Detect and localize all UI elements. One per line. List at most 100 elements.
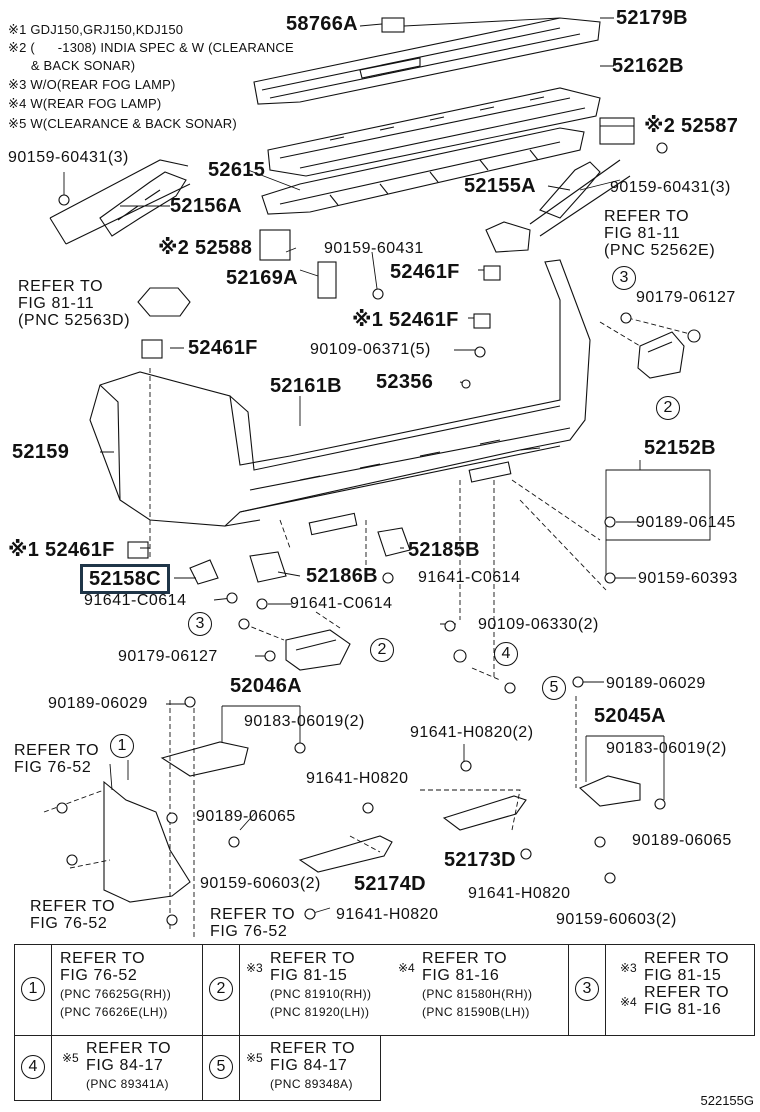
part-52179b[interactable]: 52179B [616,7,688,29]
callout-2-left[interactable]: 2 [370,638,394,662]
part-52169a[interactable]: 52169A [226,267,298,289]
legend-callout-1: 1 [21,977,45,1001]
part-90179-06127-left[interactable]: 90179-06127 [118,648,218,665]
part-52158c-highlighted[interactable]: 52158C [80,564,170,594]
sensor-52588-drawing [259,229,291,261]
part-90159-60393[interactable]: 90159-60393 [638,570,738,587]
part-91641-c0614-c[interactable]: 91641-C0614 [290,595,393,612]
part-52155a[interactable]: 52155A [464,175,536,197]
refer-fig-76-52-c[interactable]: REFER TO FIG 76-52 [210,906,296,940]
legend-1-refer[interactable]: REFER TO FIG 76-52 [60,950,146,984]
legend-2b-marker: ※4 [398,961,415,975]
part-91641-h0820-c[interactable]: 91641-H0820 [336,906,439,923]
legend-5-pnc: (PNC 89348A) [270,1077,353,1091]
part-91641-h0820-a[interactable]: 91641-H0820 [306,770,409,787]
part-90159-60431-left[interactable]: 90159-60431(3) [8,149,129,166]
part-52185b[interactable]: 52185B [408,539,480,561]
retainer-52563d-drawing [137,287,191,317]
reflector-lamp-left-drawing [285,629,351,671]
part-52186b[interactable]: 52186B [306,565,378,587]
part-52152b[interactable]: 52152B [644,437,716,459]
part-52587[interactable]: ※2 52587 [644,115,739,137]
part-90159-60431-mid[interactable]: 90159-60431 [324,240,424,257]
mud-flap-drawing [103,780,191,903]
legend-3b-marker: ※4 [620,995,637,1009]
refer-fig-76-52-b[interactable]: REFER TO FIG 76-52 [30,898,116,932]
part-52356[interactable]: 52356 [376,371,434,393]
legend-callout-2: 2 [209,977,233,1001]
part-52461f-a[interactable]: 52461F [390,261,460,283]
part-90109-06330[interactable]: 90109-06330(2) [478,616,599,633]
part-90159-60431-right[interactable]: 90159-60431(3) [610,179,731,196]
part-91641-c0614-a[interactable]: 91641-C0614 [418,569,521,586]
part-52461f-c[interactable]: 52461F [188,337,258,359]
part-90189-06065-right[interactable]: 90189-06065 [632,832,732,849]
part-52045a[interactable]: 52045A [594,705,666,727]
part-52046a[interactable]: 52046A [230,675,302,697]
callout-2-right[interactable]: 2 [656,396,680,420]
callout-4[interactable]: 4 [494,642,518,666]
bracket-52169a-drawing [317,261,337,299]
legend-5-refer[interactable]: REFER TO FIG 84-17 [270,1040,356,1074]
part-52461f-d[interactable]: ※1 52461F [8,539,115,561]
part-58766a[interactable]: 58766A [286,13,358,35]
legend-4-marker: ※5 [62,1051,79,1065]
part-90109-06371[interactable]: 90109-06371(5) [310,341,431,358]
note-2: ※2 ( -1308) INDIA SPEC & W (CLEARANCE [8,40,294,55]
legend-2a-refer[interactable]: REFER TO FIG 81-15 [270,950,356,984]
bumper-cover-52159-drawing [89,259,591,536]
callout-1[interactable]: 1 [110,734,134,758]
part-52588[interactable]: ※2 52588 [158,237,253,259]
note-3: ※3 W/O(REAR FOG LAMP) [8,77,176,92]
legend-5-marker: ※5 [246,1051,263,1065]
legend-2b-pnc-lh: (PNC 81590B(LH)) [422,1005,530,1019]
legend-callout-4: 4 [21,1055,45,1079]
part-52174d[interactable]: 52174D [354,873,426,895]
part-90189-06065-left[interactable]: 90189-06065 [196,808,296,825]
figure-id: 522155G [700,1093,755,1108]
leader-lines [63,17,711,915]
part-52161b[interactable]: 52161B [270,375,342,397]
legend-3a-marker: ※3 [620,961,637,975]
legend-4-refer[interactable]: REFER TO FIG 84-17 [86,1040,172,1074]
mud-guard-52046a-drawing [160,741,249,777]
callout-5[interactable]: 5 [542,676,566,700]
refer-fig-76-52-a[interactable]: REFER TO FIG 76-52 [14,742,100,776]
legend-2a-pnc-rh: (PNC 81910(RH)) [270,987,372,1001]
mud-guard-52045a-drawing [578,775,641,807]
part-90189-06029-left[interactable]: 90189-06029 [48,695,148,712]
part-52162b[interactable]: 52162B [612,55,684,77]
retainer-52562e-drawing [485,221,531,253]
callout-3-top[interactable]: 3 [612,266,636,290]
part-90179-06127-right[interactable]: 90179-06127 [636,289,736,306]
legend-3a-refer[interactable]: REFER TO FIG 81-15 [644,950,730,984]
callout-3-left[interactable]: 3 [188,612,212,636]
part-91641-h0820-b[interactable]: 91641-H0820 [468,885,571,902]
part-52461f-b[interactable]: ※1 52461F [352,309,459,331]
retainer-52615-drawing [261,127,585,215]
legend-3b-refer[interactable]: REFER TO FIG 81-16 [644,984,730,1018]
part-52173d[interactable]: 52173D [444,849,516,871]
stay-52156a-drawing [49,159,191,245]
part-90189-06029-right[interactable]: 90189-06029 [606,675,706,692]
part-90183-06019-right[interactable]: 90183-06019(2) [606,740,727,757]
reflector-lamp-right-drawing [637,331,685,379]
part-52156a[interactable]: 52156A [170,195,242,217]
legend-callout-5: 5 [209,1055,233,1079]
cover-52174d-drawing [298,835,393,873]
part-90159-60603-right[interactable]: 90159-60603(2) [556,911,677,928]
part-91641-h0820-2[interactable]: 91641-H0820(2) [410,724,534,741]
part-52615[interactable]: 52615 [208,159,266,181]
part-91641-c0614-b[interactable]: 91641-C0614 [84,592,187,609]
refer-fig-81-11-right[interactable]: REFER TO FIG 81-11 (PNC 52562E) [604,208,716,259]
refer-fig-81-11-left[interactable]: REFER TO FIG 81-11 (PNC 52563D) [18,278,131,329]
part-90189-06145[interactable]: 90189-06145 [636,514,736,531]
cover-58766a-drawing [381,17,405,33]
legend-2b-pnc-rh: (PNC 81580H(RH)) [422,987,533,1001]
part-90183-06019-left[interactable]: 90183-06019(2) [244,713,365,730]
part-52159[interactable]: 52159 [12,441,70,463]
sensor-52587-drawing [599,117,635,145]
part-90159-60603-left[interactable]: 90159-60603(2) [200,875,321,892]
legend-2b-refer[interactable]: REFER TO FIG 81-16 [422,950,508,984]
